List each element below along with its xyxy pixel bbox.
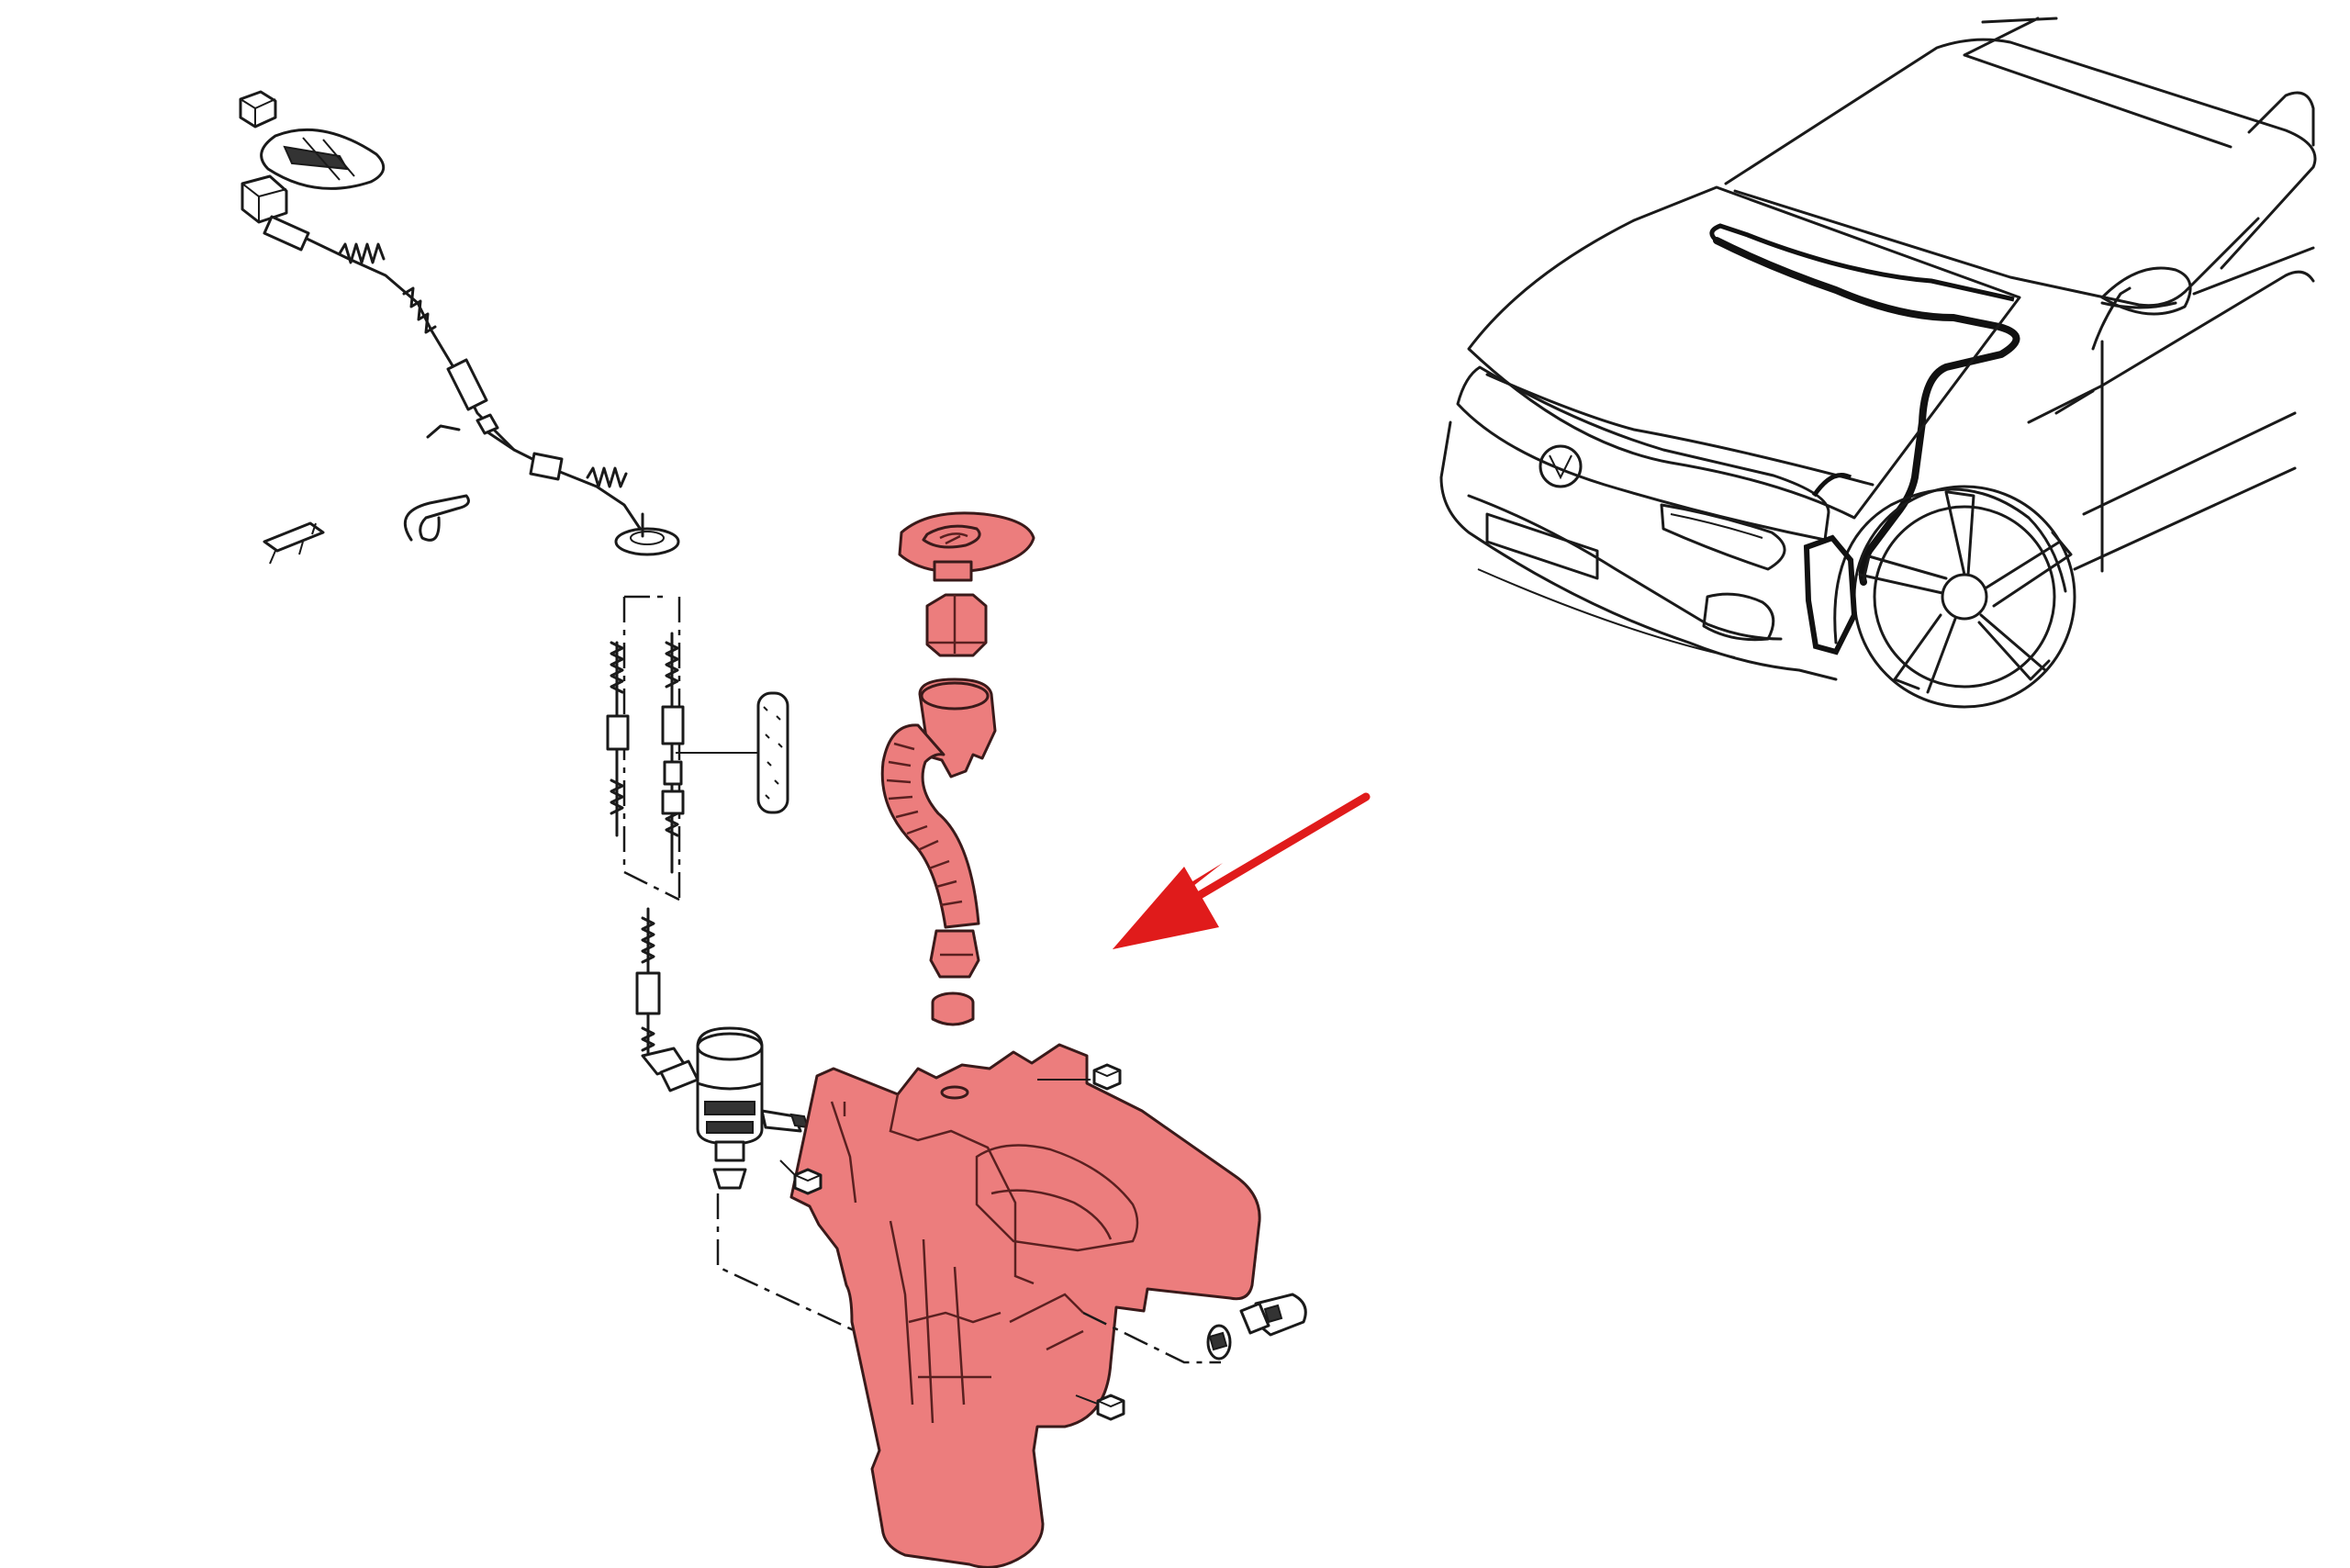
- washer-nozzle-part: [241, 128, 386, 224]
- filter-sleeve-part: [676, 691, 789, 814]
- filler-cap-part: [898, 511, 1035, 582]
- level-sensor-part: [1082, 1293, 1307, 1364]
- red-arrow-icon: [1113, 792, 1371, 949]
- reservoir-nut-top: [1037, 1063, 1122, 1091]
- reservoir-nut-bottom: [1075, 1394, 1125, 1421]
- pump-connector-part: [641, 1047, 699, 1092]
- hose-line-left: [606, 641, 630, 837]
- washer-hose-part: [263, 215, 644, 534]
- hose-assembly: [239, 90, 789, 1092]
- hose-line-lower: [635, 907, 661, 1058]
- filler-adapter-part: [925, 593, 988, 657]
- washer-pump-part: [696, 1026, 810, 1190]
- reservoir-nut-left: [779, 1159, 822, 1195]
- car-overview-illustration: [1439, 17, 2317, 709]
- grommet-part: [614, 512, 680, 556]
- highlighted-reservoir-assembly: [789, 511, 1261, 1568]
- washer-reservoir-part: [789, 1043, 1261, 1568]
- seal-ring-part: [931, 991, 975, 1026]
- bracket-clip-part: [263, 521, 325, 565]
- cable-tie-part: [403, 494, 470, 542]
- hose-line-right: [661, 632, 685, 874]
- hose-clip-part: [239, 90, 277, 129]
- filler-neck-part: [880, 678, 997, 979]
